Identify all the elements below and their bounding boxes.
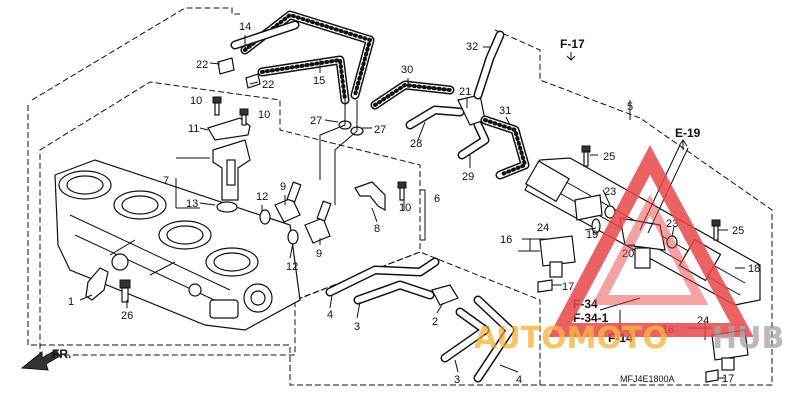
part-7-sensor: [212, 139, 251, 201]
vacuum-line: [319, 95, 358, 205]
diagram-code: MFJ4E1800A: [620, 374, 675, 384]
label-25-a: 25: [603, 151, 615, 163]
part-12-washers: [259, 209, 299, 245]
label-28: 28: [410, 138, 422, 150]
part-11-bracket: [207, 117, 251, 141]
label-25-b: 25: [732, 225, 744, 237]
ref-f17[interactable]: F-17: [560, 37, 585, 51]
e19-arrow: [678, 139, 688, 150]
watermark-logo: AUTOMOTO HUB: [474, 145, 784, 356]
label-17-b: 17: [722, 373, 734, 385]
label-9-a: 9: [280, 181, 286, 193]
label-3-a: 3: [354, 321, 360, 333]
label-4-a: 4: [327, 309, 333, 321]
part-28-hose: [405, 105, 465, 130]
label-16-a: 16: [500, 234, 512, 246]
part-2-joint: [431, 284, 459, 306]
f17-arrow: [566, 52, 576, 61]
part-3-hose-right: [440, 307, 490, 363]
part-8-clip: [354, 181, 386, 212]
label-26: 26: [121, 310, 133, 322]
label-22-bottom: 22: [262, 79, 274, 91]
label-2: 2: [432, 316, 438, 328]
label-3-b: 3: [454, 374, 460, 386]
label-24-a: 24: [537, 222, 549, 234]
part-1-bracket: [85, 267, 109, 301]
fr-label: FR.: [52, 347, 71, 361]
label-22-top: 22: [196, 59, 208, 71]
watermark-text-automoto: AUTOMOTO: [474, 321, 668, 356]
part-22-clamps: [217, 57, 261, 89]
part-31-hose: [480, 115, 530, 180]
label-32: 32: [466, 41, 478, 53]
label-15: 15: [313, 75, 325, 87]
watermark-triangle: [548, 145, 754, 337]
part-number-labels: 14 22 22 15 10 10 11 7 13 12 12 9 9 27 2…: [68, 21, 760, 386]
label-10-a: 10: [190, 95, 202, 107]
part-16-injector-left: [539, 194, 603, 278]
label-8: 8: [374, 223, 380, 235]
front-direction-arrow: FR.: [20, 347, 71, 371]
label-31: 31: [499, 105, 511, 117]
assembly-boundary-group6: [39, 81, 421, 356]
leader-lines: [79, 35, 745, 379]
label-27-b: 27: [374, 124, 386, 136]
label-10-c: 10: [399, 202, 411, 214]
label-30: 30: [401, 64, 413, 76]
label-1: 1: [68, 296, 74, 308]
part-19-clip: [591, 218, 601, 234]
assembly-boundary-group5: [494, 29, 773, 386]
part-14-hose: [230, 20, 350, 105]
ref-f34-1[interactable]: F-34-1: [573, 311, 609, 325]
label-21: 21: [459, 86, 471, 98]
label-13: 13: [186, 198, 198, 210]
label-23-a: 23: [604, 186, 616, 198]
part-10-bolts: [212, 96, 407, 201]
label-6: 6: [434, 193, 440, 205]
label-12-b: 12: [286, 261, 298, 273]
part-27-clamps: [338, 120, 364, 136]
label-5: 5: [627, 101, 633, 113]
label-18: 18: [748, 263, 760, 275]
part-9-valves: [274, 181, 332, 244]
label-27-a: 27: [310, 115, 322, 127]
label-11: 11: [188, 123, 199, 135]
label-12-a: 12: [256, 191, 268, 203]
label-17-a: 17: [562, 281, 574, 293]
part-29-hose: [457, 120, 490, 160]
part-4-hose-right: [473, 295, 515, 383]
ref-e19[interactable]: E-19: [675, 126, 701, 140]
part-32-hose: [473, 30, 505, 100]
part-17-clips: [537, 279, 719, 383]
part-30-hose: [370, 80, 455, 110]
label-7: 7: [163, 175, 169, 187]
label-14: 14: [239, 21, 251, 33]
label-10-b: 10: [258, 109, 270, 121]
watermark-triangle-inner: [591, 194, 709, 305]
label-29: 29: [462, 171, 474, 183]
part-4-hose-left: [325, 257, 440, 297]
part-26-bolt: [119, 279, 131, 303]
throttle-body: [54, 159, 301, 331]
part-25-bolts: [581, 145, 721, 241]
label-4-b: 4: [516, 374, 522, 386]
part-13-o-ring: [216, 201, 238, 213]
label-19: 19: [586, 229, 598, 241]
label-9-b: 9: [316, 248, 322, 260]
part-3-hose-left: [353, 280, 435, 305]
assembly-boundary-main: [27, 7, 640, 386]
watermark-text-hub: HUB: [712, 321, 784, 356]
